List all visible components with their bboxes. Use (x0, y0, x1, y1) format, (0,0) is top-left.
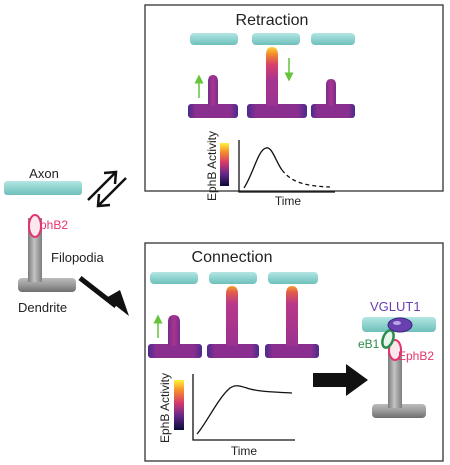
colorbar (220, 143, 229, 186)
eb1-ligand (381, 329, 395, 349)
connection-curve (196, 385, 293, 435)
left-axon (4, 181, 82, 195)
retraction-x-label: Time (275, 194, 302, 208)
vglut1-label: VGLUT1 (370, 299, 421, 314)
eb1-label: eB1 (358, 337, 380, 351)
black-arrow-icon (78, 276, 129, 316)
connection-y-label: EphB Activity (158, 373, 172, 443)
retraction-axes (238, 140, 335, 193)
retraction-spine-3 (311, 79, 355, 118)
synapse-ephb2-label: EphB2 (398, 349, 434, 363)
retraction-y-label: EphB Activity (205, 131, 219, 201)
ephb2-receptor-tip (28, 214, 42, 238)
black-arrow-icon (313, 364, 368, 396)
equilibrium-arrows-icon (87, 170, 127, 208)
retraction-spine-1 (188, 75, 238, 118)
retraction-panel (144, 4, 444, 192)
connection-plot: EphB Activity Time (158, 373, 295, 458)
vglut1-vesicle (387, 317, 413, 333)
connection-axes (192, 374, 295, 441)
connection-title: Connection (192, 249, 273, 266)
retraction-curve-solid (243, 147, 283, 189)
left-filopodium (18, 214, 76, 292)
filopodia-label: Filopodia (51, 250, 105, 265)
retraction-plot: EphB Activity Time (205, 131, 335, 208)
connection-x-label: Time (231, 444, 258, 458)
retraction-spine-2 (247, 47, 307, 118)
dendrite-label: Dendrite (18, 300, 67, 315)
colorbar (174, 380, 184, 430)
retraction-curve-dashed (281, 169, 331, 188)
connection-spine-2 (207, 286, 259, 358)
axon-label: Axon (29, 166, 59, 181)
connection-axons (150, 272, 318, 284)
connection-spine-1 (148, 315, 202, 358)
connection-spine-3 (265, 286, 319, 358)
synapse-illustration (362, 317, 436, 418)
retraction-title: Retraction (236, 12, 309, 29)
ephb2-receptor (388, 339, 402, 361)
retraction-axons (190, 33, 355, 45)
